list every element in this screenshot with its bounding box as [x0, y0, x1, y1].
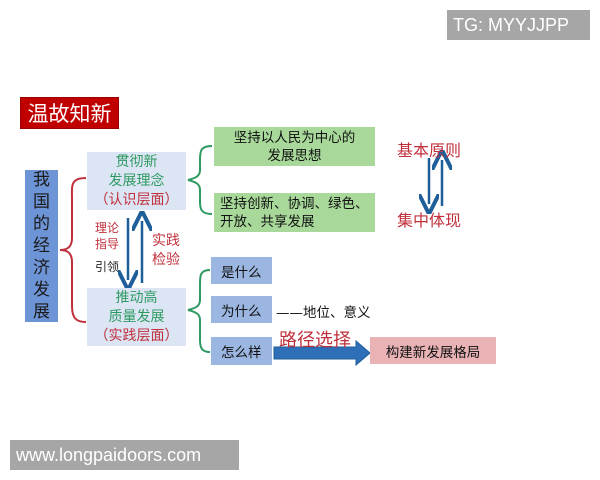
link-right: 实践 检验 — [152, 232, 180, 270]
theory-node: 贯彻新 发展理念 （认识层面） — [87, 152, 186, 210]
relation-bottom-label: 集中体现 — [397, 211, 462, 230]
principle-1-line1: 坚持以人民为中心的 — [233, 129, 356, 146]
principle-1-line2: 发展思想 — [267, 147, 322, 164]
practice-line1: 推动高 — [115, 289, 158, 306]
watermark-bottom: www.longpaidoors.com — [10, 440, 239, 470]
root-char: 国 — [33, 192, 50, 212]
green-brace-upper — [187, 145, 213, 215]
principle-2-line1: 坚持创新、协调、绿色、 — [220, 195, 369, 212]
theory-line3: （认识层面） — [94, 191, 179, 208]
link-left-line1: 理论 — [95, 221, 120, 235]
practice-line3: （实践层面） — [94, 327, 179, 344]
link-left-top: 理论 指导 — [95, 220, 119, 252]
theory-line2: 发展理念 — [108, 172, 165, 189]
root-node: 我 国 的 经 济 发 展 — [25, 170, 58, 322]
relation-top-label: 基本原则 — [397, 141, 462, 160]
question-why-note: ——地位、意义 — [276, 305, 371, 321]
practice-node: 推动高 质量发展 （实践层面） — [87, 288, 186, 346]
question-what: 是什么 — [211, 257, 272, 284]
principle-box-1: 坚持以人民为中心的 发展思想 — [214, 127, 375, 166]
root-char: 的 — [33, 214, 50, 234]
red-brace — [59, 177, 87, 323]
practice-line2: 质量发展 — [108, 308, 165, 325]
link-right-line1: 实践 — [152, 233, 180, 249]
root-char: 我 — [33, 170, 50, 190]
path-arrow — [273, 339, 371, 367]
theory-line1: 贯彻新 — [115, 153, 158, 170]
question-how: 怎么样 — [211, 337, 272, 365]
root-char: 发 — [33, 280, 50, 300]
path-label: 路径选择 — [279, 330, 351, 351]
root-char: 展 — [33, 302, 50, 322]
link-left-line2: 指导 — [95, 237, 120, 251]
green-brace-lower — [187, 269, 211, 353]
root-char: 经 — [33, 236, 50, 256]
principle-2-line2: 开放、共享发展 — [220, 213, 315, 230]
link-left-bottom: 引领 — [95, 260, 120, 274]
question-why: 为什么 — [211, 296, 272, 323]
section-title: 温故知新 — [20, 97, 119, 129]
principle-box-2: 坚持创新、协调、绿色、 开放、共享发展 — [214, 193, 375, 232]
link-right-line2: 检验 — [152, 252, 180, 268]
result-box: 构建新发展格局 — [370, 337, 496, 364]
root-char: 济 — [33, 258, 50, 278]
watermark-top: TG: MYYJJPP — [447, 10, 590, 40]
